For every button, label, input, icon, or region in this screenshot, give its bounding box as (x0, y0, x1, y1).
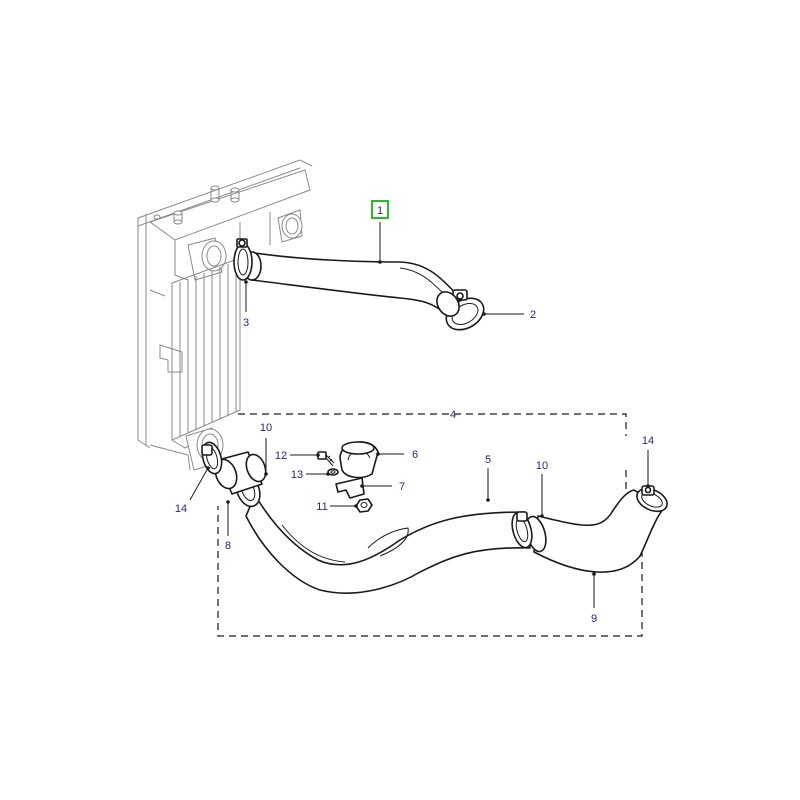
callout-10-right: 10 (536, 460, 548, 472)
callout-9: 9 (591, 613, 597, 625)
callout-13: 13 (291, 469, 303, 481)
callout-11: 11 (316, 501, 327, 513)
radiator-posts (153, 185, 240, 225)
hose-clip-upper-left (233, 238, 253, 281)
hose-bracket-clamp (339, 441, 379, 479)
callout-14-right: 14 (642, 435, 654, 447)
callout-14-left: 14 (175, 503, 187, 515)
callout-3: 3 (243, 317, 249, 329)
radiator-top-right-neck (277, 209, 303, 243)
callout-2: 2 (530, 309, 536, 321)
callout-7: 7 (399, 481, 405, 493)
radiator-top-left-neck (187, 237, 227, 281)
hose-clip-middle (511, 511, 533, 549)
nut (355, 498, 373, 513)
bolt (317, 451, 335, 467)
radiator (137, 159, 313, 471)
callout-8: 8 (225, 540, 231, 552)
hose-clip-radiator-bottom (201, 441, 223, 475)
callout-12: 12 (275, 450, 287, 462)
callout-6: 6 (412, 449, 418, 461)
leader-lines (189, 222, 650, 608)
callout-5: 5 (485, 454, 491, 466)
callout-10-left: 10 (260, 422, 272, 434)
upper-hose-end (436, 291, 460, 317)
upper-hose (242, 251, 459, 315)
radiator-core (171, 212, 271, 441)
washer (327, 468, 339, 476)
hose-clip-right-end (636, 485, 668, 513)
callout-1-highlight-box (371, 200, 389, 219)
callout-4: 4 (450, 409, 456, 421)
callout-1: 1 (377, 205, 383, 217)
lower-hose (245, 494, 531, 594)
mounting-bracket (335, 477, 365, 499)
